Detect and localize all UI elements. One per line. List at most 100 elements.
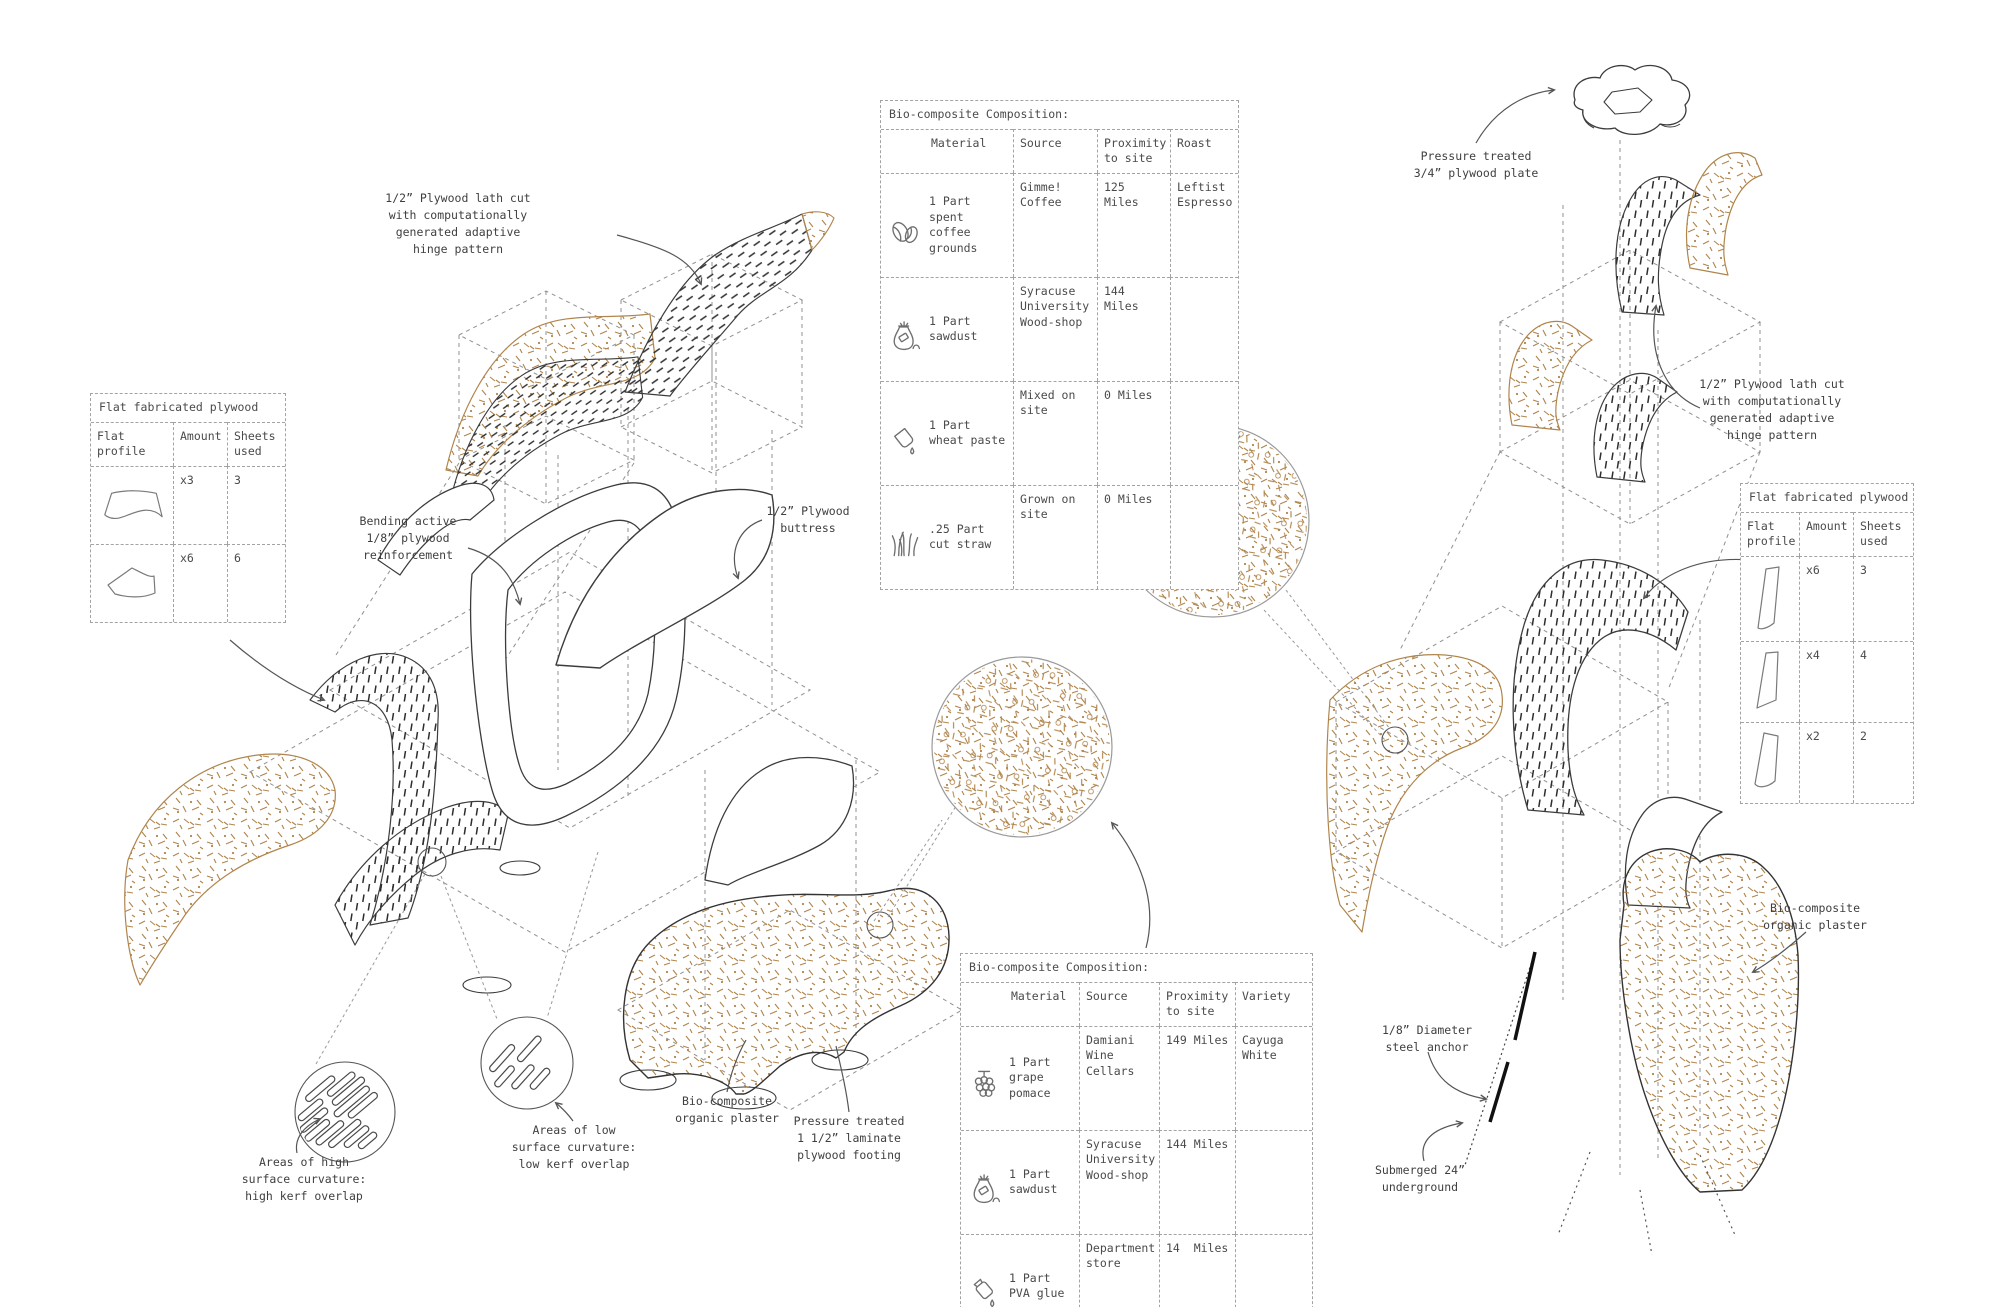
profile-shape-angular-quad [91,543,173,622]
row-variety [1235,1233,1312,1307]
arrow-plaster-right [1753,931,1807,972]
detail-marker-circle [1381,726,1409,754]
detail-marker-circle [866,911,894,939]
grape-pomace-icon [967,1033,1003,1124]
row-sheets: 2 [1853,721,1913,803]
row-source: Gimme! Coffee [1013,172,1097,277]
row-amount: x6 [1799,555,1853,641]
row-material: 1 Part spent coffee grounds [881,172,1013,277]
steel-anchor [1464,951,1537,1166]
cut-straw-icon [887,492,923,583]
row-amount: x2 [1799,721,1853,803]
col-header-material: Material [961,981,1079,1026]
profile-shape-tall-c [1741,721,1799,803]
row-amount: x4 [1799,640,1853,722]
row-source: Syracuse University Wood-shop [1013,276,1097,381]
annotation-high-kerf: Areas of high surface curvature: high ke… [241,1155,367,1203]
table-title: Flat fabricated plywood [1749,490,1909,504]
kerf-lath-sheet [449,356,644,507]
col-header-profile: Flat profile [91,421,173,466]
col-header-amount: Amount [1799,511,1853,556]
annotation-submerged: Submerged 24” underground [1374,1163,1466,1194]
row-roast [1170,276,1238,381]
arrow-submerged [1422,1123,1462,1162]
row-proximity: 144 Miles [1159,1129,1235,1234]
row-variety [1235,1129,1312,1234]
col-header-amount: Amount [173,421,227,466]
bio-composite-table-top: Bio-composite Composition: Material Sour… [880,100,1239,590]
wheat-paste-pitcher-icon [887,388,923,479]
annotation-low-kerf: Areas of low surface curvature: low kerf… [511,1123,637,1171]
arrow-kerf-drapery [1644,558,1751,598]
plywood-buttress-sheet [555,488,775,669]
table-title: Bio-composite Composition: [969,960,1150,974]
low-kerf-detail-circle [480,1016,574,1110]
col-header-roast: Roast [1170,128,1238,173]
kerf-drapery-sheet-large [1512,558,1689,816]
detail-marker-circle [417,847,447,877]
row-sheets: 4 [1853,640,1913,722]
row-roast [1170,484,1238,589]
arrow-circle-bottom [1112,823,1151,949]
tan-sheet-tip [801,211,835,251]
arrow-buttress [734,519,763,578]
left-top-sheet-group [445,211,835,507]
col-header-variety: Variety [1235,981,1312,1026]
tan-lath-sheet [1508,320,1593,431]
annotation-plaster-right: Bio-composite organic plaster [1763,901,1867,932]
underground-leg-lines [1557,1151,1736,1256]
row-sheets: 3 [1853,555,1913,641]
biocomposite-detail-circle-bottom [931,656,1113,838]
coffee-beans-icon [887,180,923,271]
row-material: 1 Part grape pomace [961,1025,1079,1130]
row-source: Syracuse University Wood-shop [1079,1129,1159,1234]
arrow-bending [467,547,520,604]
row-proximity: 0 Miles [1097,380,1170,485]
reinforcement-band-small [377,482,495,576]
table-title: Bio-composite Composition: [889,107,1070,121]
col-header-sheets: Sheets used [1853,511,1913,556]
arrow-lath-right [1654,306,1701,409]
arrow-plate [1475,90,1554,144]
row-proximity: 14 Miles [1159,1233,1235,1307]
annotation-steel-anchor: 1/8” Diameter steel anchor [1381,1023,1473,1054]
tan-lath-sheet [1685,152,1763,276]
row-source: Grown on site [1013,484,1097,589]
right-assembly [1326,64,1800,1256]
arrow-anchor [1427,1051,1486,1099]
tan-curved-sheet-large [1326,654,1503,933]
row-material: 1 Part PVA glue [961,1233,1079,1307]
profile-shape-tall-a [1741,555,1799,641]
footing-puck [462,976,512,994]
arrow-lath-left [616,234,701,284]
arrow-low-kerf [556,1103,574,1122]
col-header-material: Material [881,128,1013,173]
row-sheets: 3 [227,465,285,544]
row-material: 1 Part wheat paste [881,380,1013,485]
annotation-plaster-left: Bio-composite organic plaster [675,1094,779,1125]
leader-footing [835,1045,850,1113]
annotation-plywood-plate: Pressure treated 3/4” plywood plate [1413,149,1539,180]
pva-glue-icon [967,1241,1003,1307]
flat-plywood-table-left: Flat fabricated plywood Flat profile Amo… [90,393,286,623]
row-material: 1 Part sawdust [881,276,1013,381]
row-sheets: 6 [227,543,285,622]
sawdust-sack-icon [887,284,923,375]
bottom-center-plaster-group [619,756,950,1110]
col-header-proximity: Proximity to site [1097,128,1170,173]
detail-leader-lines-left [315,851,599,1065]
arrow-left-table [229,639,324,700]
row-material: .25 Part cut straw [881,484,1013,589]
high-kerf-detail-circle [294,1061,396,1163]
annotation-lath-left: 1/2” Plywood lath cut with computational… [385,191,531,256]
white-cap-sheet [704,756,855,886]
row-proximity: 125 Miles [1097,172,1170,277]
bio-composite-table-bottom: Bio-composite Composition: Material Sour… [960,953,1313,1307]
col-header-sheets: Sheets used [227,421,285,466]
annotation-lath-right: 1/2” Plywood lath cut with computational… [1699,377,1845,442]
row-proximity: 144 Miles [1097,276,1170,381]
profile-shape-wide-curved [91,465,173,544]
row-amount: x3 [173,465,227,544]
col-header-proximity: Proximity to site [1159,981,1235,1026]
